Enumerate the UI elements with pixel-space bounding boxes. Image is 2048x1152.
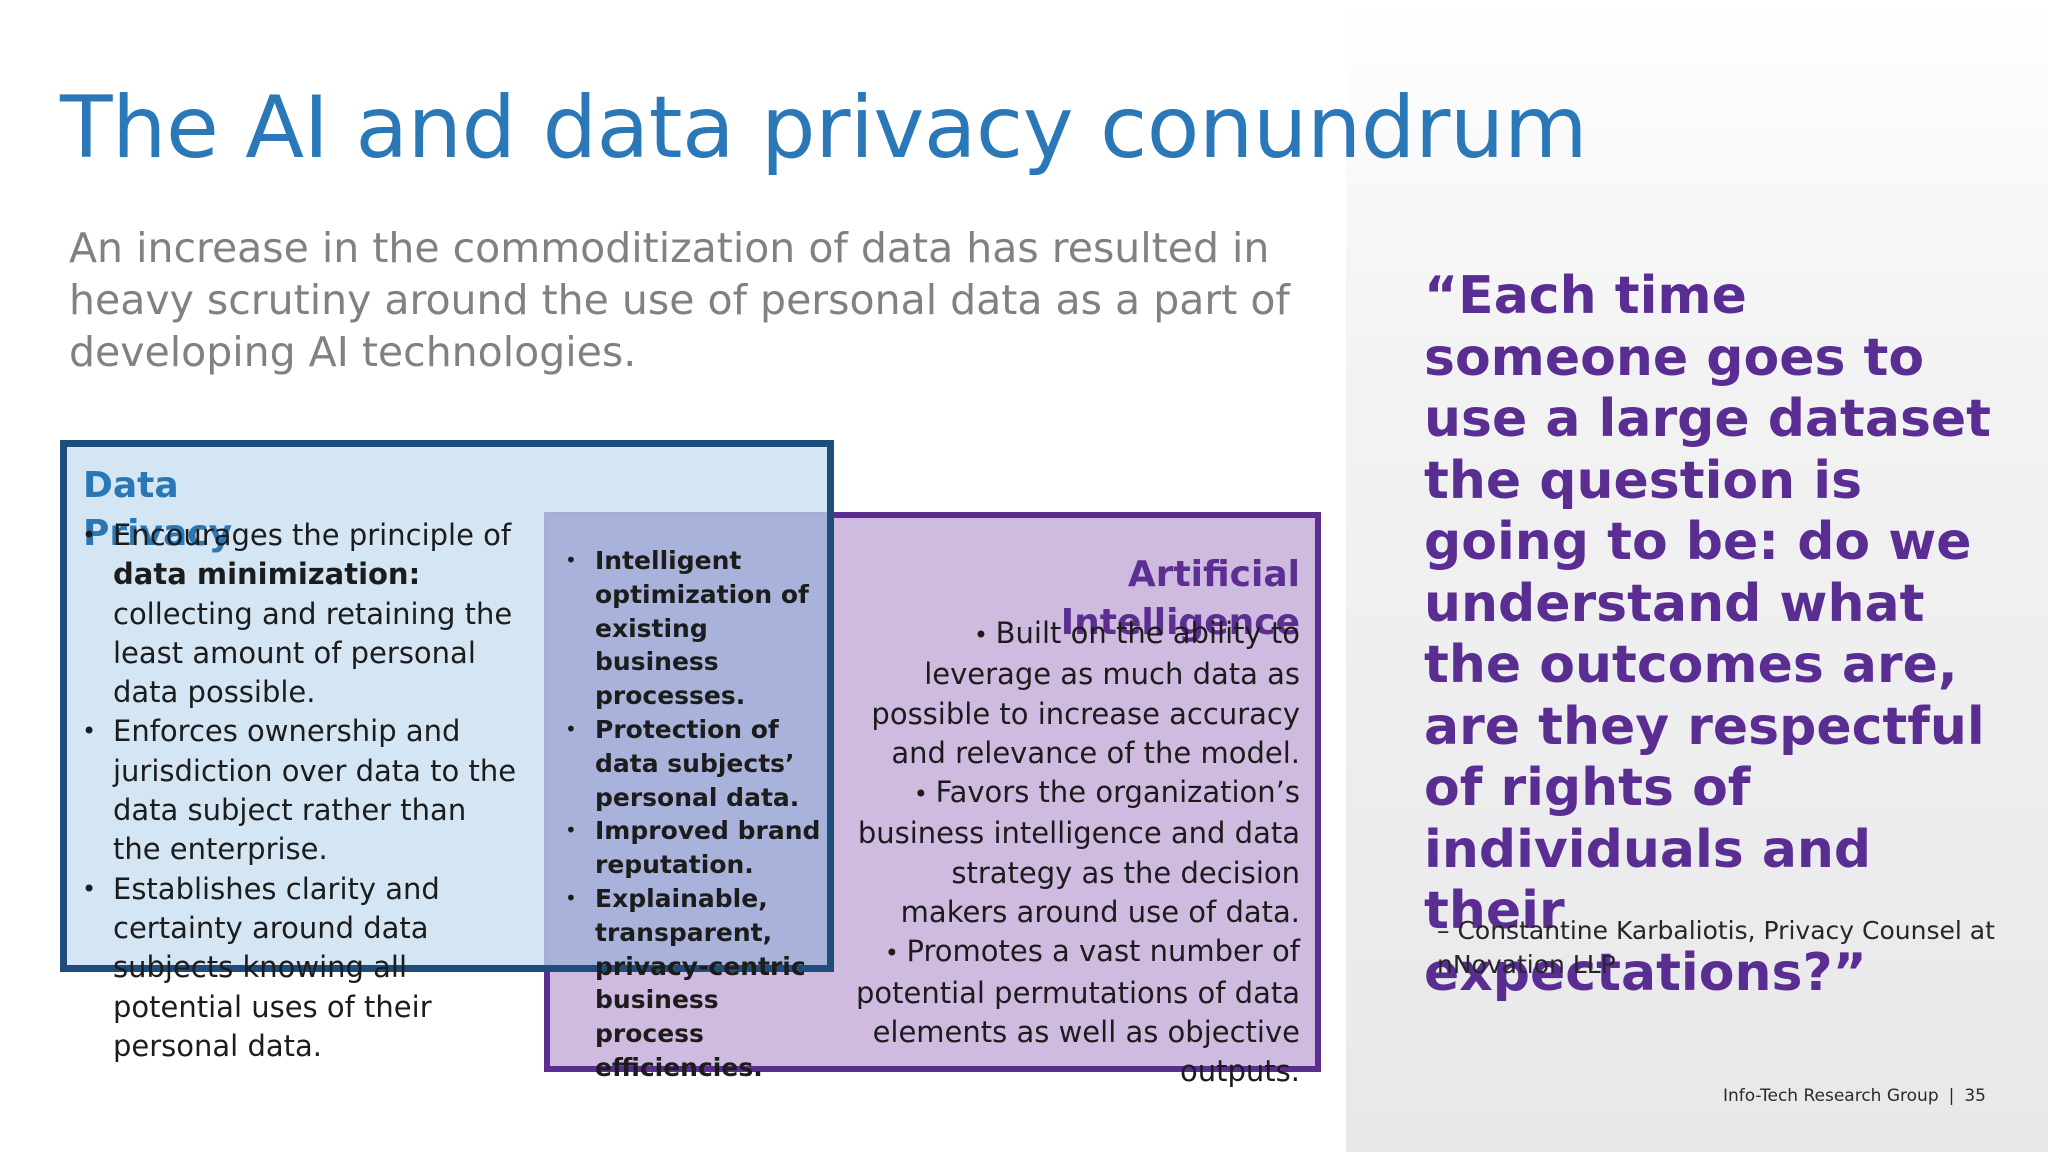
footer-org: Info-Tech Research Group xyxy=(1722,1086,1939,1106)
ai-bullet: Favors the organization’s business intel… xyxy=(840,773,1300,932)
pull-quote: “Each time someone goes to use a large d… xyxy=(1424,266,1992,1003)
privacy-bullet-list: Encourages the principle of data minimiz… xyxy=(80,516,520,1066)
footer-separator: | xyxy=(1948,1086,1955,1106)
page-number: 35 xyxy=(1964,1086,1986,1106)
overlap-bullet: Improved brand reputation. xyxy=(563,814,828,882)
privacy-bullet: Establishes clarity and certainty around… xyxy=(80,870,520,1066)
privacy-bullet: Encourages the principle of data minimiz… xyxy=(80,516,520,712)
overlap-bullet: Explainable, transparent, privacy-centri… xyxy=(563,882,828,1085)
slide-subtitle: An increase in the commoditization of da… xyxy=(69,224,1290,376)
overlap-bullet: Intelligent optimization of existing bus… xyxy=(563,544,828,713)
overlap-bullet: Protection of data subjects’ personal da… xyxy=(563,713,828,814)
quote-panel-background xyxy=(1346,0,2048,1152)
slide-title: The AI and data privacy conundrum xyxy=(60,78,1588,178)
privacy-bullet: Enforces ownership and jurisdiction over… xyxy=(80,712,520,869)
ai-bullet: Built on the ability to leverage as much… xyxy=(840,614,1300,773)
ai-bullet-list: Built on the ability to leverage as much… xyxy=(840,614,1300,1092)
ai-bullet: Promotes a vast number of potential perm… xyxy=(840,932,1300,1091)
quote-attribution: – Constantine Karbaliotis, Privacy Couns… xyxy=(1437,916,1995,979)
slide-footer: Info-Tech Research Group | 35 xyxy=(1723,1086,1986,1106)
overlap-bullet-list: Intelligent optimization of existing bus… xyxy=(563,544,828,1085)
